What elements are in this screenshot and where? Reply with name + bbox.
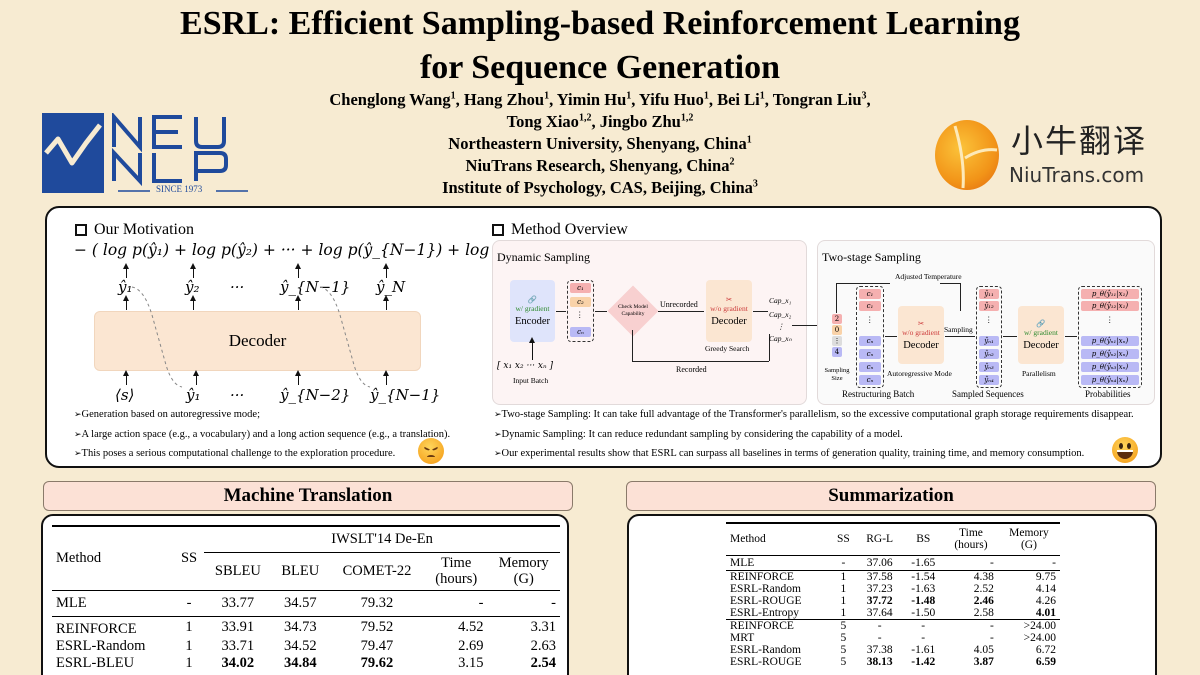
arrow-up-icon: [295, 370, 301, 385]
arrow-up-icon: [383, 263, 389, 278]
gradient-link-icon: 🔗: [1036, 319, 1046, 328]
author-block: Chenglong Wang1, Hang Zhou1, Yimin Hu1, …: [300, 89, 900, 199]
arrow: [595, 311, 607, 312]
context-chip: c₁: [570, 283, 591, 293]
affiliation-2: NiuTrans Research, Shenyang, China2: [465, 156, 735, 175]
bullet-item: A large action space (e.g., a vocabulary…: [74, 425, 451, 445]
output-token: ŷ₁: [118, 278, 133, 296]
summarization-results-table: Method SS RG-L BS Time(hours) Memory(G) …: [726, 522, 1060, 668]
check-capability-label: Check Model Capability: [618, 304, 648, 317]
affiliation-1: Northeastern University, Shenyang, China…: [448, 134, 752, 153]
arrow-up-icon: [529, 337, 535, 360]
decoder-block-parallel: 🔗 w/ gradient Decoder: [1018, 306, 1064, 364]
neu-since-label: SINCE 1973: [156, 184, 203, 194]
no-gradient-icon: ✂: [725, 295, 733, 304]
arrow-up-icon: [295, 295, 301, 310]
bullet-item: Dynamic Sampling: It can reduce redundan…: [494, 425, 1134, 445]
affiliation-3: Institute of Psychology, CAS, Beijing, C…: [442, 178, 758, 197]
mt-results-table: Method SS IWSLT'14 De-En SBLEU BLEU COME…: [52, 525, 560, 672]
niutrans-en-name: NiuTrans.com: [1009, 163, 1145, 187]
arrow-up-icon: [123, 295, 129, 310]
gradient-link-icon: 🔗: [527, 295, 538, 304]
machine-translation-banner: Machine Translation: [43, 481, 573, 511]
two-stage-title: Two-stage Sampling: [822, 250, 921, 264]
arrow-up-icon: [190, 295, 196, 310]
restructured-batch-group: [856, 286, 884, 388]
context-chip: c₂: [570, 297, 591, 307]
method-heading: Method Overview: [492, 220, 628, 240]
autoregressive-feedback-arrows: [131, 286, 371, 388]
decoder-block-autoregressive: ✂ w/o gradient Decoder: [898, 306, 944, 364]
authors-line1: Chenglong Wang1, Hang Zhou1, Yimin Hu1, …: [329, 90, 871, 109]
encoder-block: 🔗 w/ gradient Encoder: [510, 280, 555, 342]
input-token: ŷ_{N−2}: [280, 386, 351, 404]
input-ellipsis: ···: [230, 386, 245, 404]
decoder-block: ✂ w/o gradient Decoder: [706, 280, 752, 342]
arrow-recorded: [632, 361, 769, 362]
arrow-up-icon: [123, 370, 129, 385]
sampled-sequences-group: [976, 286, 1002, 388]
arrow: [556, 311, 566, 312]
bullet-item: Two-stage Sampling: It can take full adv…: [494, 405, 1134, 425]
input-token: ⟨s⟩: [115, 386, 135, 404]
input-token: ŷ₁: [186, 386, 201, 404]
objective-formula: − ( log p(ŷ₁) + log p(ŷ₂) + ··· + log p(…: [74, 241, 609, 259]
niutrans-logo: 小牛翻译 NiuTrans.com: [933, 118, 1153, 194]
poster-title-line1: ESRL: Efficient Sampling-based Reinforce…: [180, 5, 1020, 42]
motivation-bullets: Generation based on autoregressive mode;…: [74, 405, 451, 464]
decoder-block: Decoder: [94, 311, 421, 371]
probabilities-group: [1078, 286, 1142, 388]
context-chip: cₙ: [570, 327, 591, 337]
table-row: MLE-37.06-1.65--: [726, 555, 1060, 570]
arrow-up-icon: [193, 370, 199, 385]
arrow-up-icon: [190, 263, 196, 278]
arrow-up-icon: [383, 295, 389, 310]
bullet-item: This poses a serious computational chall…: [74, 444, 450, 464]
method-bullets: Two-stage Sampling: It can take full adv…: [494, 405, 1134, 464]
checkbox-square-icon: [75, 224, 87, 236]
output-token: ŷ₂: [185, 278, 200, 296]
niutrans-cn-name: 小牛翻译: [1011, 122, 1148, 160]
dynamic-sampling-title: Dynamic Sampling: [497, 250, 590, 264]
input-token: ŷ_{N−1}: [370, 386, 441, 404]
bullet-item: Generation based on autoregressive mode;: [74, 405, 450, 425]
happy-face-icon: [1112, 437, 1138, 463]
output-ellipsis: ···: [230, 278, 245, 296]
neu-nlp-logo: SINCE 1973: [42, 111, 264, 197]
sad-face-icon: [418, 438, 444, 464]
summarization-panel: [627, 514, 1157, 675]
summarization-banner: Summarization: [626, 481, 1156, 511]
arrow-up-icon: [123, 263, 129, 278]
no-gradient-icon: ✂: [917, 319, 925, 328]
checkbox-square-icon: [492, 224, 504, 236]
arrow-up-icon: [383, 370, 389, 385]
authors-line2: Tong Xiao1,2, Jingbo Zhu1,2: [506, 112, 694, 131]
poster-title-line2: for Sequence Generation: [419, 49, 781, 86]
bullet-item: Our experimental results show that ESRL …: [494, 444, 1134, 464]
niutrans-ball-icon: [935, 120, 999, 190]
input-batch: [ x₁ x₂ ··· xₙ ]: [497, 361, 553, 371]
arrow-unrecorded: [658, 311, 704, 312]
output-token: ŷ_N: [376, 278, 406, 296]
motivation-heading: Our Motivation: [75, 220, 194, 240]
arrow-up-icon: [295, 263, 301, 278]
output-token: ŷ_{N−1}: [280, 278, 351, 296]
context-chip-group: [567, 280, 594, 342]
